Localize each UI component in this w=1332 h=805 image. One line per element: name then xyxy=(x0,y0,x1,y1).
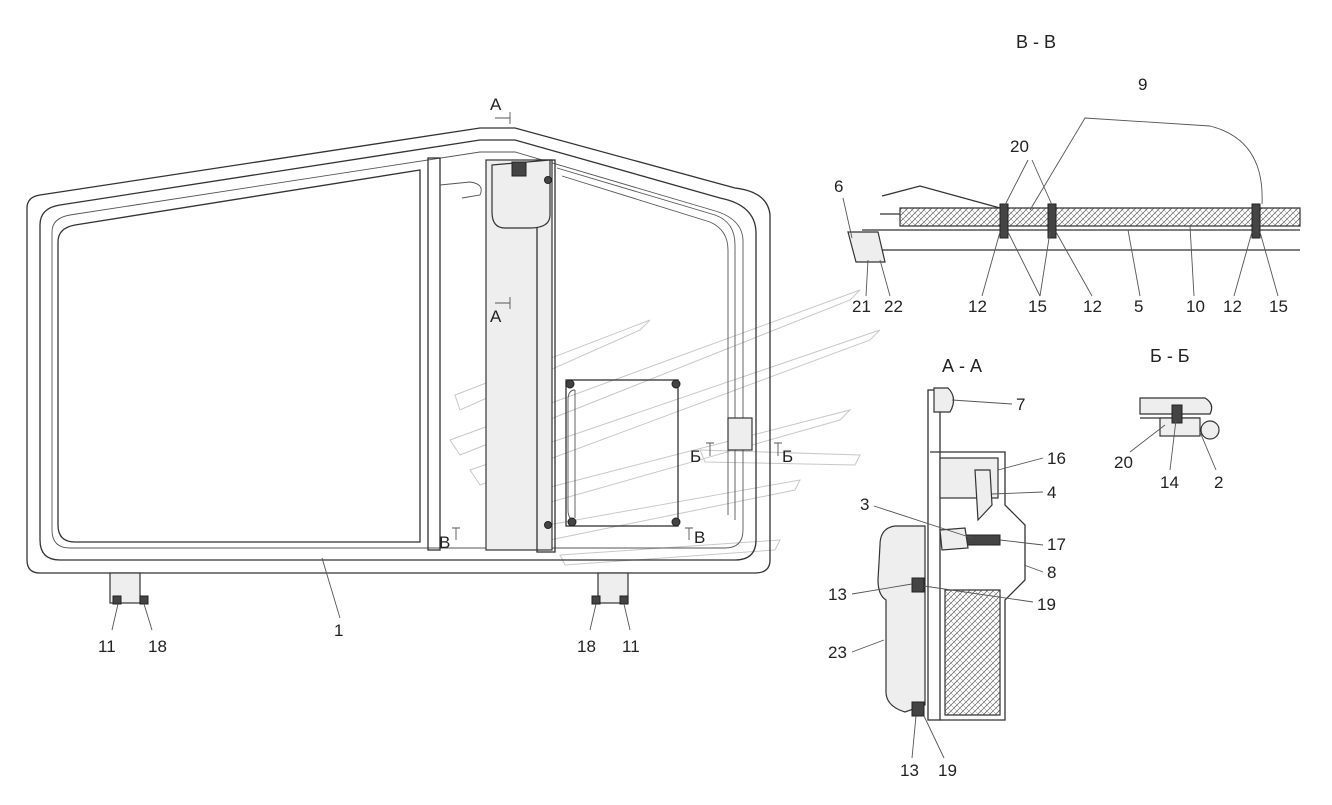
callout: 13 xyxy=(828,585,847,604)
callout: 18 xyxy=(148,637,167,656)
callout: 8 xyxy=(1047,563,1056,582)
callout: 2 xyxy=(1214,473,1223,492)
window-guide-left xyxy=(427,157,441,551)
callout: 10 xyxy=(1186,297,1205,316)
callout: 13 xyxy=(900,761,919,780)
callout: 23 xyxy=(828,643,847,662)
callout: 12 xyxy=(968,297,987,316)
section-aa-callouts: 7 16 4 3 17 8 13 19 23 13 19 xyxy=(828,395,1066,780)
callout: 15 xyxy=(1269,297,1288,316)
callout: 7 xyxy=(1016,395,1025,414)
cut-mark-v-right: В xyxy=(694,528,705,547)
access-panel xyxy=(565,379,679,527)
door-outer-outline xyxy=(26,127,771,574)
section-vv: В - В xyxy=(847,32,1301,263)
section-aa-title: А - А xyxy=(942,356,982,376)
callout: 14 xyxy=(1160,473,1179,492)
cut-mark-v-left: В xyxy=(439,533,450,552)
section-bb: Б - Б xyxy=(1139,346,1220,440)
callout: 21 xyxy=(852,297,871,316)
door-inner-outline-1 xyxy=(39,139,757,561)
callout: 5 xyxy=(1134,297,1143,316)
door-handle xyxy=(727,417,753,451)
section-bb-title: Б - Б xyxy=(1150,346,1190,366)
callout: 1 xyxy=(334,621,343,640)
section-vv-callouts: 9 20 6 21 22 12 15 12 5 10 12 15 xyxy=(834,75,1288,316)
callout: 12 xyxy=(1083,297,1102,316)
callout: 9 xyxy=(1138,75,1147,94)
callout: 20 xyxy=(1114,453,1133,472)
callout: 20 xyxy=(1010,137,1029,156)
section-vv-title: В - В xyxy=(1016,32,1056,52)
main-door-view xyxy=(26,127,771,605)
lock-housing xyxy=(491,159,551,229)
main-view-callouts: 1 11 18 18 11 xyxy=(98,557,640,656)
callout: 19 xyxy=(938,761,957,780)
callout: 16 xyxy=(1047,449,1066,468)
callout: 3 xyxy=(860,495,869,514)
callout: 15 xyxy=(1028,297,1047,316)
callout: 6 xyxy=(834,177,843,196)
callout: 12 xyxy=(1223,297,1242,316)
door-inner-outline-2 xyxy=(51,151,744,549)
cut-mark-b-right: Б xyxy=(782,447,793,466)
cut-mark-a-mid: А xyxy=(490,307,502,326)
section-cut-marks: А А Б Б В В xyxy=(439,95,793,552)
cut-mark-a-top: А xyxy=(490,95,502,114)
section-aa: А - А xyxy=(877,356,1026,721)
callout: 11 xyxy=(98,637,116,656)
callout: 4 xyxy=(1047,483,1056,502)
callout: 22 xyxy=(884,297,903,316)
callout: 11 xyxy=(622,637,640,656)
callout: 18 xyxy=(577,637,596,656)
window-frame xyxy=(57,169,421,543)
cut-mark-b-left: Б xyxy=(690,447,701,466)
section-bb-callouts: 20 14 2 xyxy=(1114,419,1223,492)
callout: 19 xyxy=(1037,595,1056,614)
callout: 17 xyxy=(1047,535,1066,554)
bracket-left xyxy=(109,572,141,604)
